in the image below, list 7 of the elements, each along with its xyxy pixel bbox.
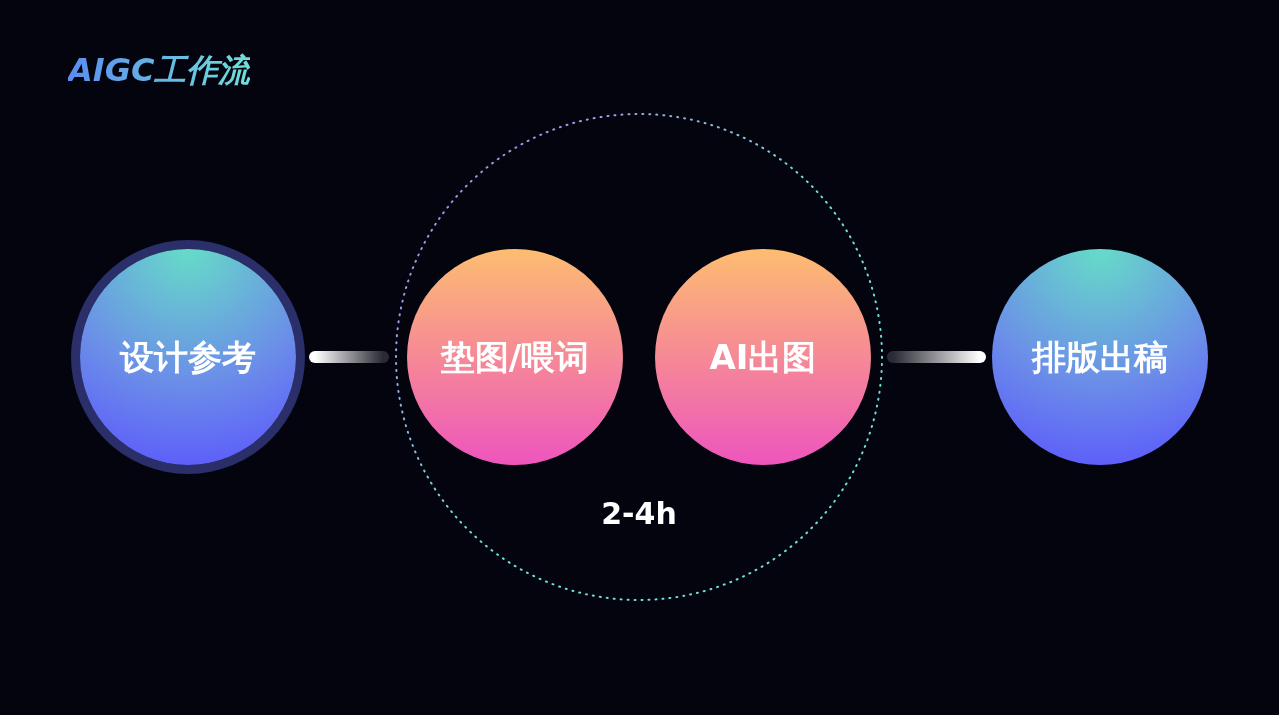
duration-label: 2-4h xyxy=(600,495,678,533)
step-label: 设计参考 xyxy=(120,335,256,379)
connector-bar xyxy=(309,351,389,363)
step-label: 排版出稿 xyxy=(1032,335,1168,379)
step-label: AI出图 xyxy=(709,335,817,379)
connector-bar xyxy=(887,351,986,363)
step-label: 垫图/喂词 xyxy=(440,335,590,379)
